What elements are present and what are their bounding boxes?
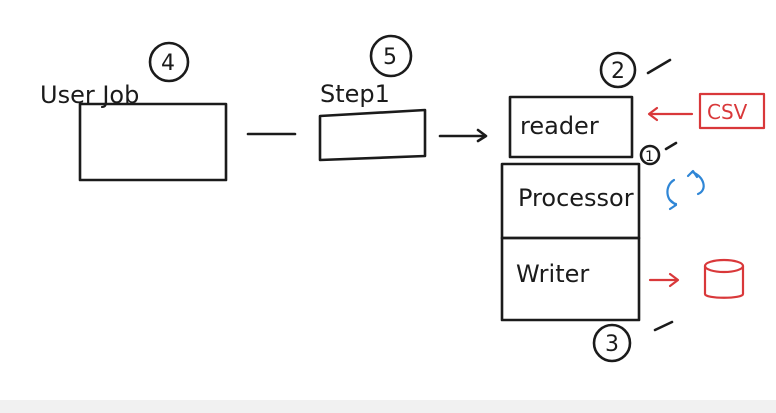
reader-number: 2 <box>611 59 625 84</box>
csv-group: CSV <box>647 92 766 130</box>
step-number-circle <box>369 34 413 78</box>
bottom-strip <box>0 400 776 413</box>
reader-box <box>508 95 634 159</box>
reader-group: reader 2 <box>508 51 672 159</box>
database-icon <box>703 258 745 299</box>
writer-group: Writer 3 <box>500 236 674 363</box>
processor-number-circle <box>639 144 661 166</box>
writer-number: 3 <box>605 332 619 357</box>
csv-box <box>698 92 766 130</box>
user-job-group: User Job 4 <box>40 41 228 182</box>
user-job-box <box>78 102 228 182</box>
user-job-number-circle <box>148 41 190 83</box>
processor-label: Processor <box>518 184 634 212</box>
step-number: 5 <box>383 45 397 70</box>
processor-number: 1 <box>645 149 654 165</box>
writer-tick <box>653 320 674 332</box>
writer-label: Writer <box>516 260 589 288</box>
csv-label: CSV <box>707 100 748 124</box>
writer-box <box>500 236 641 322</box>
writer-db-arrow <box>648 272 680 288</box>
user-job-number: 4 <box>161 51 175 76</box>
step-box <box>318 108 427 162</box>
reader-tick <box>646 58 672 75</box>
step-label: Step1 <box>320 80 390 108</box>
step-reader-arrow <box>438 128 488 143</box>
processor-tick <box>664 141 678 151</box>
reader-number-circle <box>599 51 637 89</box>
step-group: Step1 5 <box>318 34 427 162</box>
refresh-icon <box>666 169 705 211</box>
csv-arrow-head <box>647 106 659 122</box>
reader-label: reader <box>520 112 599 140</box>
writer-number-circle <box>592 323 632 363</box>
